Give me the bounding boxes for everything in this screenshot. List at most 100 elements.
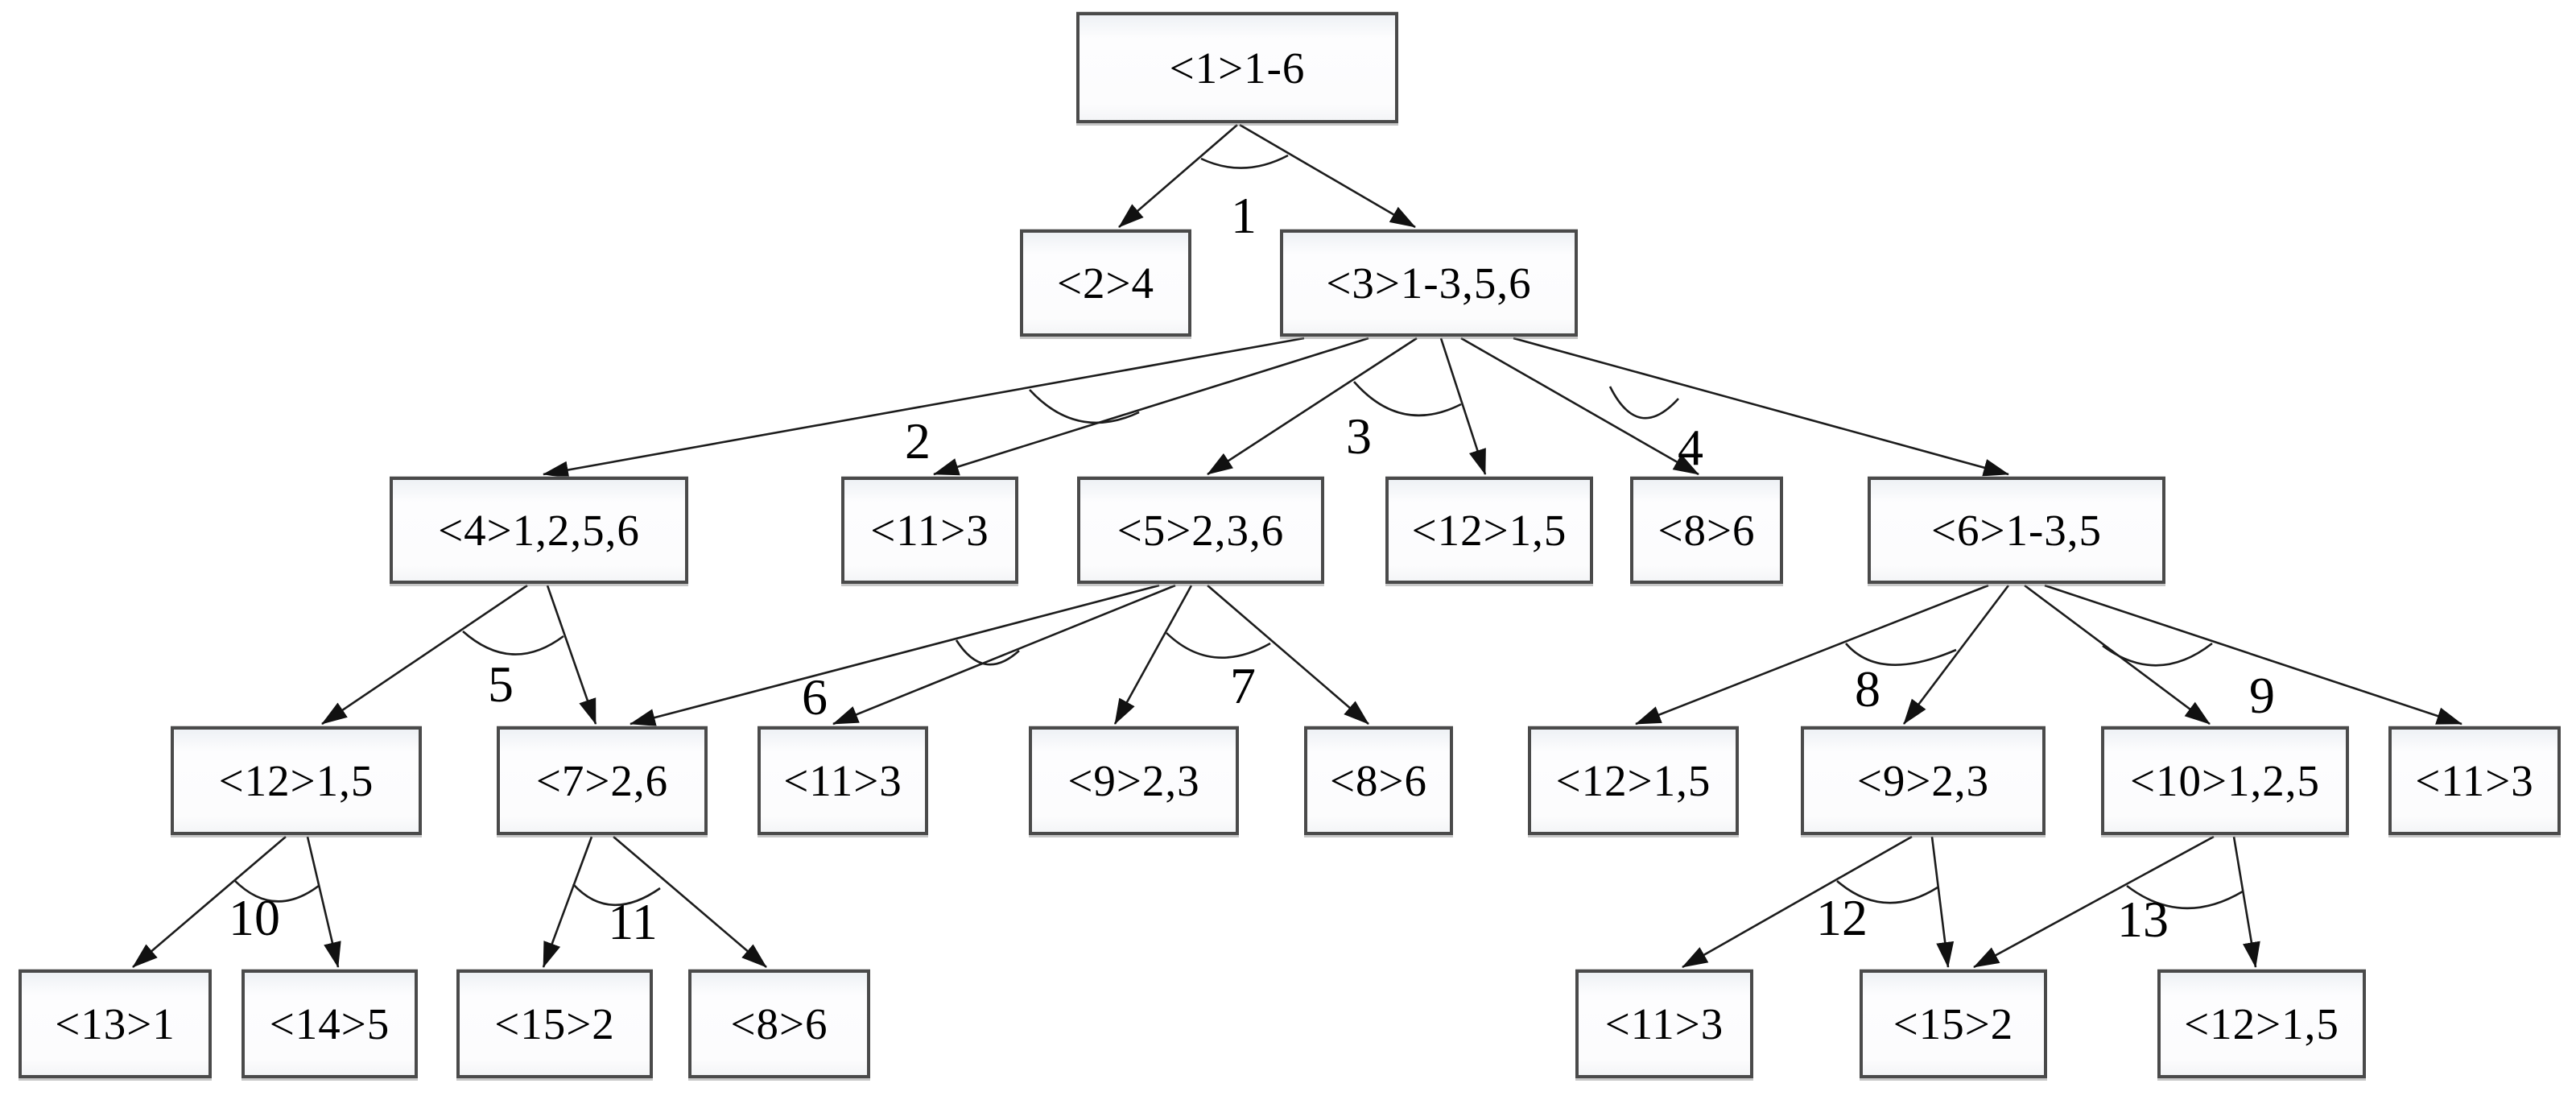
edge-number-label: 5 xyxy=(488,655,514,713)
tree-node-n10: <10>1,2,5 xyxy=(2101,726,2349,835)
tree-node-label: <4>1,2,5,6 xyxy=(438,506,640,555)
edge-group-arc xyxy=(233,879,320,903)
tree-node-label: <12>1,5 xyxy=(2184,999,2339,1048)
tree-node-n5: <5>2,3,6 xyxy=(1077,477,1324,584)
tree-node-n6: <6>1-3,5 xyxy=(1868,477,2165,584)
edge-group-arc xyxy=(2102,642,2213,667)
tree-node-n9b: <9>2,3 xyxy=(1801,726,2046,835)
tree-node-label: <3>1-3,5,6 xyxy=(1326,258,1532,308)
edge-n6-n9b xyxy=(1902,585,2010,725)
edge-n4-n12b xyxy=(321,584,528,726)
edge-number-label: 2 xyxy=(905,412,931,469)
tree-node-n12c: <12>1,5 xyxy=(1528,726,1739,835)
tree-node-label: <10>1,2,5 xyxy=(2129,756,2321,805)
tree-node-n8a: <8>6 xyxy=(1630,477,1783,584)
edge-n6-n11c xyxy=(2044,584,2462,726)
tree-node-n12d: <12>1,5 xyxy=(2157,970,2366,1078)
tree-node-label: <8>6 xyxy=(730,999,828,1048)
tree-node-n12a: <12>1,5 xyxy=(1385,477,1593,584)
edge-n3-n4 xyxy=(543,337,1305,479)
edge-n12b-n13 xyxy=(132,836,287,968)
tree-node-n9a: <9>2,3 xyxy=(1029,726,1239,835)
edge-n9b-n15b xyxy=(1930,836,1955,968)
tree-node-label: <15>2 xyxy=(1893,999,2014,1048)
edge-n10-n15b xyxy=(1973,835,2215,969)
tree-node-n12b: <12>1,5 xyxy=(171,726,422,835)
edge-number-label: 13 xyxy=(2117,891,2169,948)
edge-n5-n9a xyxy=(1113,585,1193,725)
tree-node-label: <14>5 xyxy=(269,999,390,1048)
edge-number-label: 3 xyxy=(1346,407,1372,465)
edge-n3-n5 xyxy=(1207,337,1418,476)
tree-node-n15b: <15>2 xyxy=(1860,970,2047,1078)
tree-node-n11a: <11>3 xyxy=(841,477,1018,584)
edge-group-arc xyxy=(955,639,1020,666)
edge-number-label: 6 xyxy=(802,668,828,726)
edge-group-arc xyxy=(462,631,564,655)
tree-node-label: <15>2 xyxy=(494,999,615,1048)
edge-number-label: 12 xyxy=(1816,889,1868,946)
tree-node-label: <6>1-3,5 xyxy=(1930,506,2103,555)
edge-group-arc xyxy=(1845,643,1957,666)
tree-node-label: <9>2,3 xyxy=(1856,756,1990,805)
tree-node-label: <11>3 xyxy=(2415,756,2534,805)
tree-node-n1: <1>1-6 xyxy=(1076,12,1398,123)
tree-node-label: <9>2,3 xyxy=(1067,756,1200,805)
edge-n12b-n14 xyxy=(306,836,341,968)
edge-number-label: 7 xyxy=(1230,657,1256,714)
edge-group-arc xyxy=(1200,154,1289,169)
tree-node-label: <12>1,5 xyxy=(218,756,374,805)
edge-n7-n8c xyxy=(613,836,767,968)
edge-number-label: 4 xyxy=(1678,419,1703,476)
edge-number-label: 10 xyxy=(229,889,280,946)
tree-node-label: <11>3 xyxy=(1604,999,1724,1048)
edge-group-arc xyxy=(1166,632,1271,659)
edge-group-arc xyxy=(2126,884,2244,910)
tree-node-n15a: <15>2 xyxy=(456,970,653,1078)
tree-node-n11d: <11>3 xyxy=(1575,970,1753,1078)
tree-node-n2: <2>4 xyxy=(1020,230,1191,337)
tree-node-label: <1>1-6 xyxy=(1169,43,1306,93)
edge-group-arc xyxy=(572,883,661,907)
edge-n4-n7 xyxy=(546,585,597,725)
edge-number-label: 11 xyxy=(608,893,658,950)
edge-n7-n15a xyxy=(542,836,593,968)
tree-node-label: <13>1 xyxy=(55,999,175,1048)
edge-n6-n12c xyxy=(1635,584,1989,726)
tree-node-n8b: <8>6 xyxy=(1304,726,1453,835)
tree-node-n8c: <8>6 xyxy=(688,970,870,1078)
edge-group-arc xyxy=(1608,386,1679,420)
edge-n5-n8b xyxy=(1207,585,1369,725)
tree-node-n14: <14>5 xyxy=(242,970,418,1078)
tree-node-label: <12>1,5 xyxy=(1555,756,1711,805)
edge-number-label: 9 xyxy=(2249,667,2275,724)
tree-node-label: <11>3 xyxy=(783,756,902,805)
tree-node-n4: <4>1,2,5,6 xyxy=(390,477,688,584)
edge-n3-n8a xyxy=(1460,337,1699,476)
edge-n1-n3 xyxy=(1239,123,1416,229)
edge-group-arc xyxy=(1353,381,1462,417)
tree-node-n3: <3>1-3,5,6 xyxy=(1280,230,1578,337)
tree-node-label: <5>2,3,6 xyxy=(1117,506,1285,555)
edge-n9b-n11d xyxy=(1682,835,1913,969)
tree-node-n13: <13>1 xyxy=(19,970,212,1078)
edge-group-arc xyxy=(1029,389,1140,424)
tree-node-label: <11>3 xyxy=(870,506,989,555)
tree-node-n11c: <11>3 xyxy=(2388,726,2561,835)
tree-node-n7: <7>2,6 xyxy=(497,726,708,835)
edge-n3-n6 xyxy=(1513,337,2009,477)
tree-node-label: <12>1,5 xyxy=(1411,506,1567,555)
tree-node-label: <2>4 xyxy=(1056,258,1155,308)
tree-node-label: <8>6 xyxy=(1329,756,1428,805)
tree-node-label: <8>6 xyxy=(1657,506,1756,555)
edge-n3-n12a xyxy=(1439,337,1487,475)
edge-n5-n7 xyxy=(630,584,1160,726)
tree-node-n11b: <11>3 xyxy=(758,726,928,835)
edge-n1-n2 xyxy=(1118,124,1238,228)
edge-number-label: 8 xyxy=(1855,660,1880,717)
tree-node-label: <7>2,6 xyxy=(535,756,669,805)
edge-n3-n11a xyxy=(933,337,1369,476)
edge-n5-n11b xyxy=(832,584,1176,726)
